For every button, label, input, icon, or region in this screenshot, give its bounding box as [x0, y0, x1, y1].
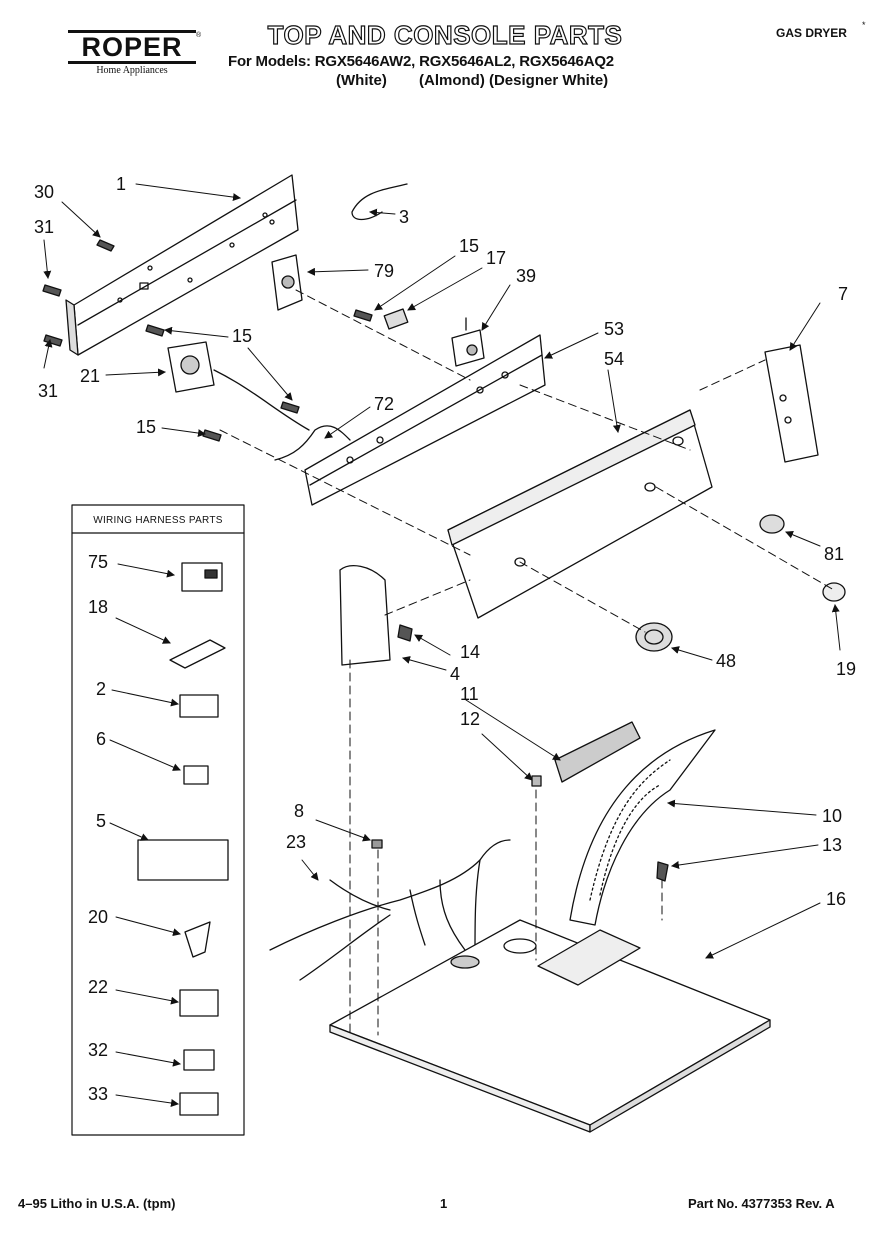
callout-7: 7 [838, 284, 849, 304]
callout-39: 39 [516, 266, 537, 286]
callout-19: 19 [836, 659, 857, 679]
part-17 [383, 308, 409, 330]
callout-15-top: 15 [459, 236, 480, 256]
callout-31-top: 31 [34, 217, 55, 237]
part-8-clip [371, 839, 383, 849]
callout-15-bottom: 15 [136, 417, 157, 437]
page-number: 1 [440, 1196, 448, 1211]
harness-callout-5: 5 [96, 811, 107, 831]
callout-15-middle: 15 [232, 326, 253, 346]
callout-23: 23 [286, 832, 307, 852]
litho-note: 4–95 Litho in U.S.A. (tpm) [18, 1196, 176, 1211]
harness-callout-33: 33 [88, 1084, 109, 1104]
callout-17: 17 [486, 248, 507, 268]
color-almond-designer-label: (Almond) (Designer White) [419, 72, 609, 89]
screw-icons [42, 239, 373, 442]
logo-tagline: Home Appliances [96, 65, 168, 76]
asterisk-mark: * [862, 20, 866, 30]
callout-4: 4 [450, 664, 461, 684]
harness-callout-75: 75 [88, 552, 109, 572]
part-10-lint-housing [569, 729, 716, 926]
part-16-top-panel [329, 919, 771, 1133]
harness-callout-20: 20 [88, 907, 109, 927]
harness-box-title: WIRING HARNESS PARTS [93, 515, 223, 526]
callout-1: 1 [116, 174, 127, 194]
page-title: TOP AND CONSOLE PARTS [267, 19, 623, 50]
part-14-screw [397, 624, 413, 642]
harness-callout-6: 6 [96, 729, 107, 749]
trademark-mark: ® [196, 32, 202, 39]
callout-11: 11 [460, 684, 479, 704]
part-54-console-panel [447, 409, 713, 619]
part-72-wire [274, 425, 351, 461]
part-13-screw [656, 861, 669, 882]
part-11-filter-cover [554, 721, 641, 783]
callout-79: 79 [374, 261, 395, 281]
product-category: GAS DRYER [776, 26, 847, 40]
callout-16: 16 [826, 889, 847, 909]
logo-text: ROPER [81, 31, 183, 62]
harness-box [71, 504, 245, 1136]
part-23-wiring-harness [269, 839, 511, 981]
harness-callout-18: 18 [88, 597, 109, 617]
callout-81: 81 [824, 544, 845, 564]
part-53-front-bracket [304, 334, 546, 506]
alignment-lines [219, 289, 835, 1036]
part-39-switch [451, 317, 485, 367]
part-4-end-cap [339, 565, 391, 666]
callout-53: 53 [604, 319, 625, 339]
callout-10: 10 [822, 806, 843, 826]
callout-31-bottom: 31 [38, 381, 59, 401]
harness-callout-22: 22 [88, 977, 109, 997]
callout-3: 3 [399, 207, 410, 227]
part-79-switch [271, 254, 303, 311]
part-3-wire [351, 183, 408, 221]
harness-callout-32: 32 [88, 1040, 109, 1060]
callout-48: 48 [716, 651, 737, 671]
callout-12: 12 [460, 709, 481, 729]
callout-54: 54 [604, 349, 625, 369]
color-white-label: (White) [336, 72, 387, 89]
leader-lines [43, 183, 841, 1107]
part-1-console-bracket [65, 174, 299, 356]
callout-8: 8 [294, 801, 305, 821]
callout-72: 72 [374, 394, 395, 414]
part-number: Part No. 4377353 Rev. A [688, 1196, 835, 1211]
harness-callout-2: 2 [96, 679, 107, 699]
models-line: For Models: RGX5646AW2, RGX5646AL2, RGX5… [228, 53, 614, 70]
callout-13: 13 [822, 835, 843, 855]
part-12-clip [531, 775, 542, 787]
roper-logo: ROPER [68, 30, 196, 64]
callout-14: 14 [460, 642, 481, 662]
part-7-end-cap [764, 344, 819, 463]
harness-parts [137, 562, 229, 1116]
knob-icons [635, 514, 846, 652]
callout-21: 21 [80, 366, 101, 386]
part-21-timer [167, 341, 310, 431]
callout-30: 30 [34, 182, 55, 202]
